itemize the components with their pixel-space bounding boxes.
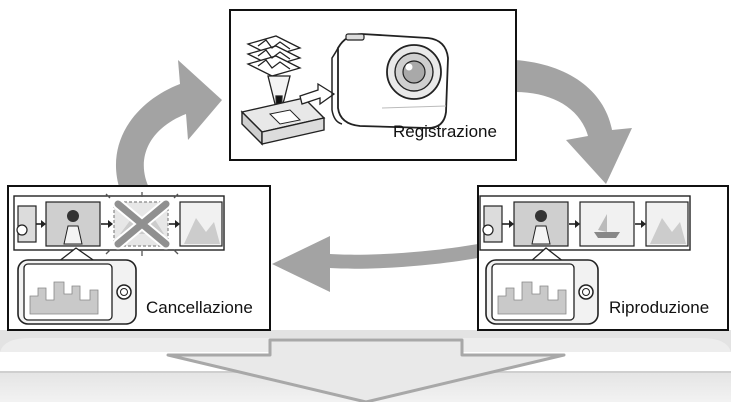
memory-card-icon	[240, 97, 326, 146]
panel-registrazione	[229, 9, 517, 161]
label-riproduzione: Riproduzione	[609, 298, 710, 317]
panel-cancellazione	[7, 185, 271, 331]
display-device-icon	[17, 259, 137, 325]
film-strip-icon	[479, 195, 691, 251]
delete-x-icon	[105, 192, 179, 256]
label-cancellazione: Cancellazione	[146, 298, 253, 317]
arrow-to-camera	[299, 82, 336, 106]
curved-arrow-right-down	[515, 60, 632, 184]
photo-stack-icon	[246, 35, 302, 77]
arrow-down	[166, 338, 566, 402]
background-band	[0, 330, 731, 402]
arrow-right-to-left	[272, 236, 478, 292]
label-registrazione: Registrazione	[393, 122, 497, 141]
camera-icon	[331, 33, 449, 129]
display-device-icon	[485, 259, 599, 325]
panel-riproduzione	[477, 185, 729, 331]
curved-arrow-left-up	[115, 60, 222, 190]
